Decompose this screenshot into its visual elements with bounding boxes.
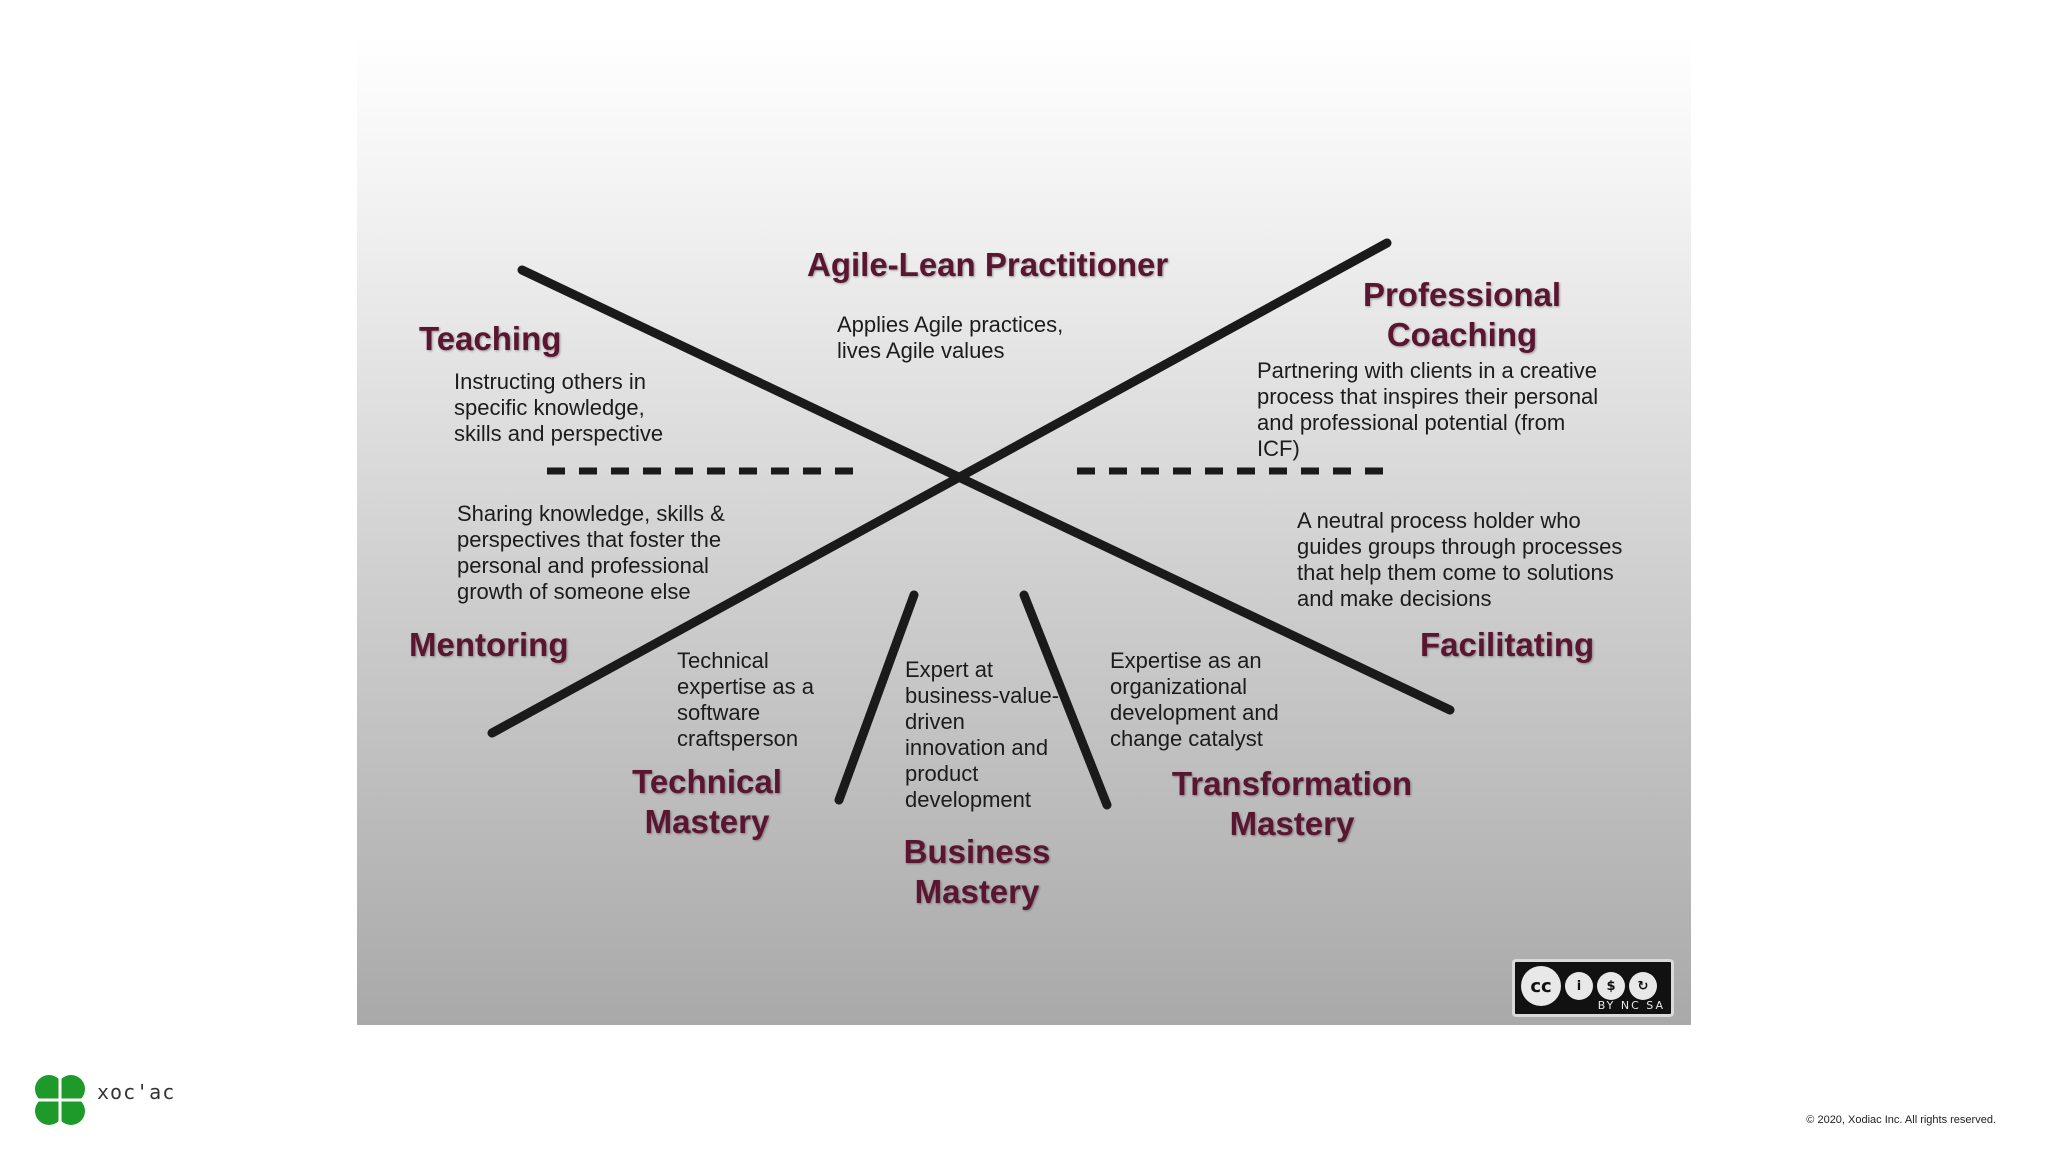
fan-line-left	[834, 590, 919, 805]
copyright-text: © 2020, Xodiac Inc. All rights reserved.	[1806, 1114, 1996, 1126]
cc-license-labels: BY NC SA	[1597, 999, 1665, 1012]
diagram-lines	[487, 238, 1455, 810]
heading-business-mastery: Business Mastery	[877, 832, 1077, 912]
desc-business-mastery: Expert at business-value- driven innovat…	[905, 657, 1060, 812]
brand-name: xoc'ac	[97, 1080, 176, 1104]
slide-image: Agile-Lean Practitioner Applies Agile pr…	[357, 35, 1691, 1025]
heading-professional-coaching-line2: Coaching	[1386, 316, 1538, 353]
desc-mentoring: Sharing knowledge, skills & perspectives…	[457, 501, 725, 604]
desc-technical-mastery: Technical expertise as a software crafts…	[677, 648, 814, 751]
desc-teaching: Instructing others in specific knowledge…	[454, 369, 664, 446]
heading-technical-mastery: Technical Mastery	[607, 762, 807, 842]
heading-technical-mastery-line2: Mastery	[644, 803, 770, 840]
sharealike-icon: ↻	[1629, 972, 1657, 1000]
heading-transformation-mastery-line2: Mastery	[1229, 805, 1355, 842]
heading-transformation-mastery-line1: Transformation	[1171, 765, 1413, 802]
heading-agile-lean-practitioner: Agile-Lean Practitioner	[807, 246, 1169, 283]
heading-technical-mastery-line1: Technical	[632, 763, 782, 800]
heading-business-mastery-line2: Mastery	[914, 873, 1040, 910]
diagonal-line-left	[517, 265, 1455, 715]
heading-transformation-mastery: Transformation Mastery	[1157, 764, 1427, 844]
heading-teaching: Teaching	[419, 320, 562, 357]
cc-icon: cc	[1521, 966, 1561, 1006]
fan-line-right	[1019, 590, 1112, 810]
heading-mentoring: Mentoring	[409, 626, 569, 663]
heading-business-mastery-line1: Business	[903, 833, 1051, 870]
clover-logo-icon	[34, 1074, 86, 1126]
heading-facilitating: Facilitating	[1420, 626, 1595, 663]
desc-professional-coaching: Partnering with clients in a creative pr…	[1257, 358, 1599, 461]
noncommercial-icon: $	[1597, 972, 1625, 1000]
heading-professional-coaching: Professional Coaching	[1342, 275, 1582, 355]
desc-transformation-mastery: Expertise as an organizational developme…	[1110, 648, 1279, 751]
desc-facilitating: A neutral process holder who guides grou…	[1297, 508, 1623, 611]
cc-license-badge: cc i $ ↻ BY NC SA	[1512, 959, 1674, 1017]
heading-professional-coaching-line1: Professional	[1362, 276, 1562, 313]
attribution-icon: i	[1565, 972, 1593, 1000]
desc-agile-lean-practitioner: Applies Agile practices, lives Agile val…	[837, 312, 1064, 363]
diagonal-line-right	[487, 238, 1392, 738]
